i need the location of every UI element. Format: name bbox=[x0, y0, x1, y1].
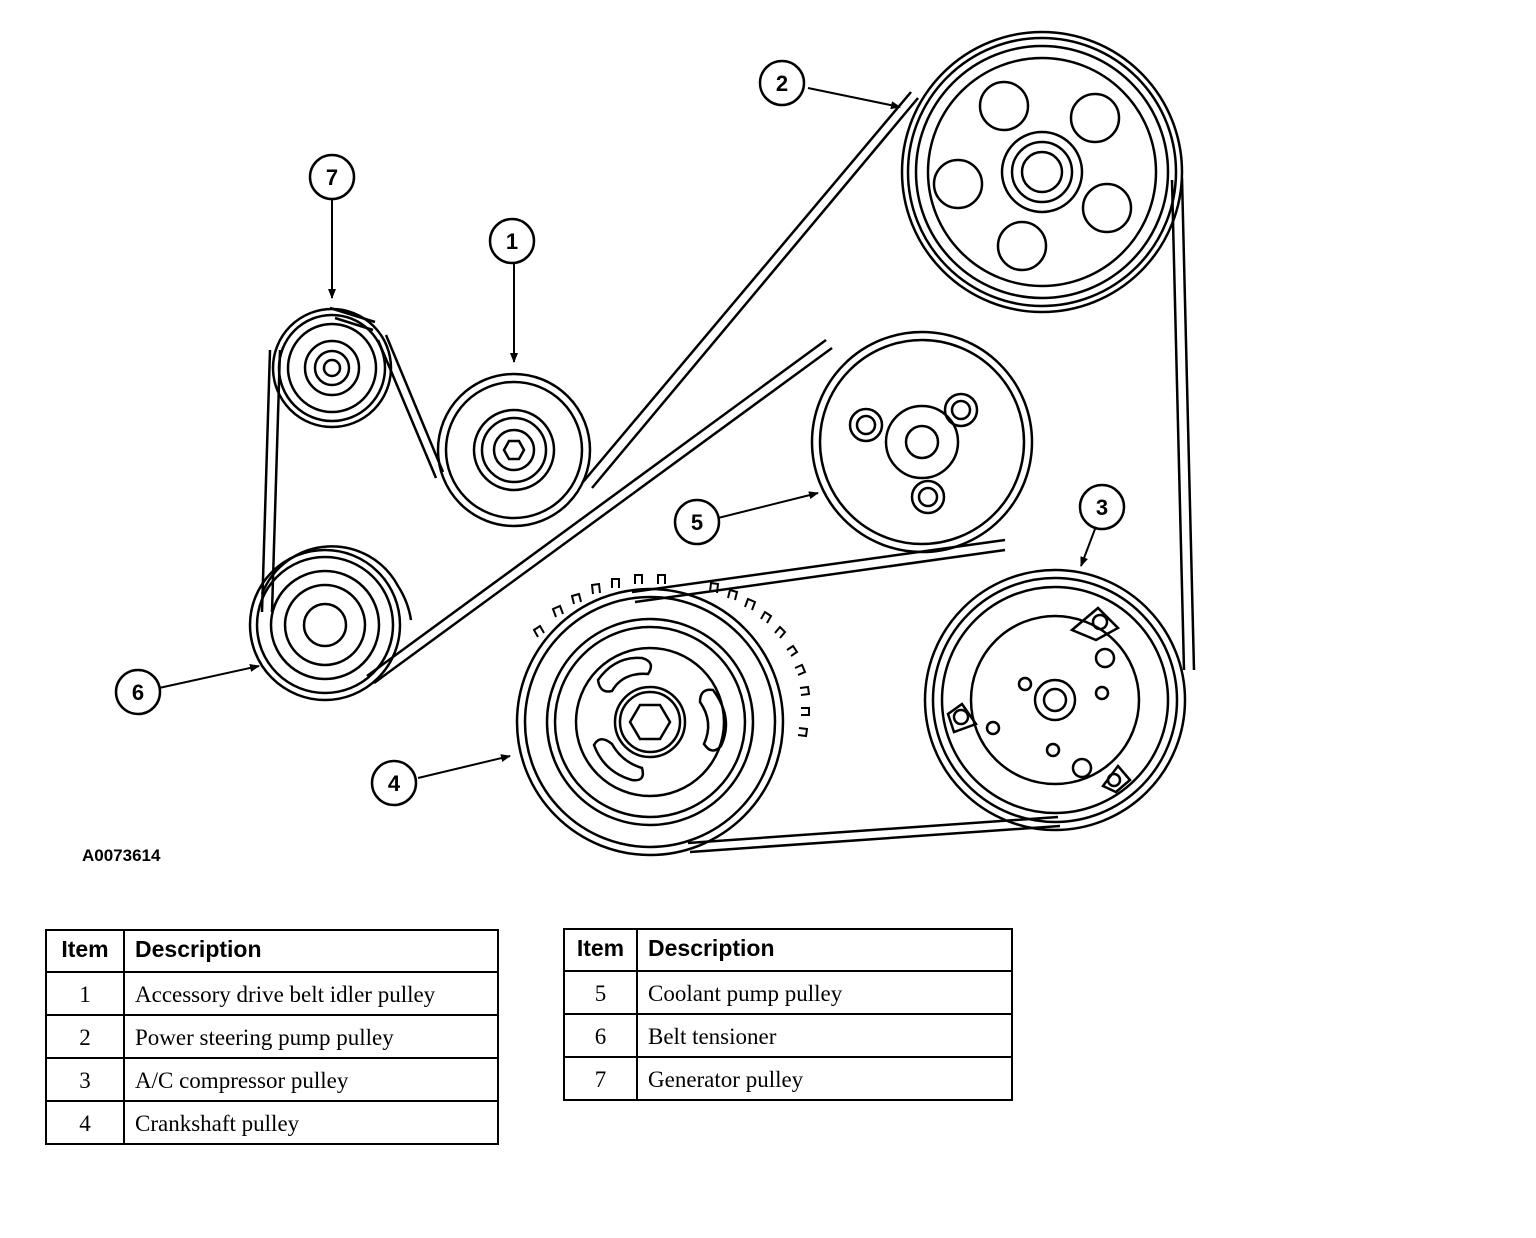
power-steering-pump-pulley bbox=[900, 30, 1184, 314]
legend-row: 6 Belt tensioner bbox=[563, 1013, 1013, 1058]
legend-item-number: 7 bbox=[563, 1056, 638, 1101]
legend-item-number: 1 bbox=[45, 971, 125, 1016]
legend-item-number: 2 bbox=[45, 1014, 125, 1059]
callout-label-3: 3 bbox=[1096, 495, 1108, 520]
callout-bubble-6 bbox=[114, 668, 162, 716]
header-description: Description bbox=[636, 928, 1013, 972]
legend-item-number: 4 bbox=[45, 1100, 125, 1145]
header-description: Description bbox=[123, 929, 499, 973]
legend-item-description: Crankshaft pulley bbox=[123, 1100, 499, 1145]
legend-table-left: Item Description 1 Accessory drive belt … bbox=[45, 929, 499, 1145]
coolant-pump-pulley bbox=[810, 330, 1034, 554]
legend-header-row: Item Description bbox=[563, 928, 1013, 972]
legend-item-number: 5 bbox=[563, 970, 638, 1015]
idler-pulley bbox=[436, 372, 592, 528]
legend-table-right: Item Description 5 Coolant pump pulley 6… bbox=[563, 928, 1013, 1101]
legend-item-description: Coolant pump pulley bbox=[636, 970, 1013, 1015]
legend-item-description: Belt tensioner bbox=[636, 1013, 1013, 1058]
legend-item-description: Generator pulley bbox=[636, 1056, 1013, 1101]
figure-id: A0073614 bbox=[82, 846, 161, 865]
callout-label-5: 5 bbox=[691, 510, 703, 535]
legend-row: 3 A/C compressor pulley bbox=[45, 1057, 499, 1102]
callout-label-2: 2 bbox=[776, 71, 788, 96]
crankshaft-pulley bbox=[515, 574, 811, 857]
callout-bubble-5 bbox=[673, 498, 721, 546]
legend-row: 4 Crankshaft pulley bbox=[45, 1100, 499, 1145]
timing-teeth bbox=[532, 574, 811, 738]
callout-bubble-7 bbox=[308, 153, 356, 201]
callout-bubble-4 bbox=[370, 759, 418, 807]
legend-item-description: Accessory drive belt idler pulley bbox=[123, 971, 499, 1016]
callout-arrows bbox=[158, 87, 1096, 779]
ac-compressor-pulley bbox=[923, 568, 1187, 832]
legend-row: 2 Power steering pump pulley bbox=[45, 1014, 499, 1059]
callout-label-1: 1 bbox=[506, 229, 518, 254]
header-item: Item bbox=[45, 929, 125, 973]
legend-item-description: A/C compressor pulley bbox=[123, 1057, 499, 1102]
legend-header-row: Item Description bbox=[45, 929, 499, 973]
legend-item-description: Power steering pump pulley bbox=[123, 1014, 499, 1059]
callout-bubble-3 bbox=[1078, 483, 1126, 531]
belt-tensioner bbox=[248, 545, 413, 702]
header-item: Item bbox=[563, 928, 638, 972]
callout-bubble-1 bbox=[488, 217, 536, 265]
drive-belt bbox=[260, 91, 1196, 854]
callout-label-7: 7 bbox=[326, 165, 338, 190]
generator-pulley bbox=[271, 307, 393, 429]
legend-item-number: 3 bbox=[45, 1057, 125, 1102]
legend-row: 5 Coolant pump pulley bbox=[563, 970, 1013, 1015]
callout-bubbles bbox=[114, 59, 1126, 807]
legend-row: 7 Generator pulley bbox=[563, 1056, 1013, 1101]
callout-label-6: 6 bbox=[132, 680, 144, 705]
callout-bubble-2 bbox=[758, 59, 806, 107]
belt-routing-diagram: 1 2 3 4 5 6 7 bbox=[114, 30, 1196, 857]
callout-label-4: 4 bbox=[388, 771, 401, 796]
legend-item-number: 6 bbox=[563, 1013, 638, 1058]
legend-row: 1 Accessory drive belt idler pulley bbox=[45, 971, 499, 1016]
